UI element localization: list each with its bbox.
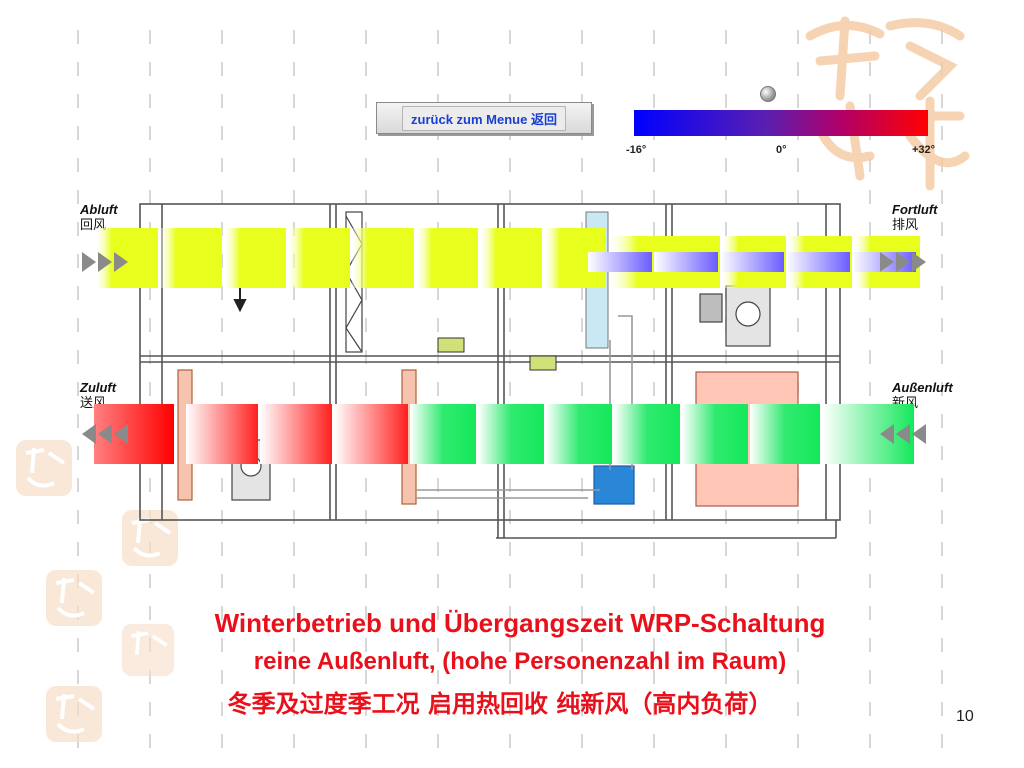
caption-line-3-chinese: 冬季及过度季工况 启用热回收 纯新风（高内负荷） <box>227 690 773 718</box>
supply-segment-4 <box>334 404 408 464</box>
supply-segment-2 <box>186 404 258 464</box>
temp-min-label: -16° <box>626 144 647 156</box>
page-number: 10 <box>956 708 974 725</box>
decorative-seal-small-2 <box>122 510 178 566</box>
pump-unit <box>593 465 635 505</box>
exhaust-segment-2 <box>160 228 222 288</box>
supply-segment-7 <box>546 404 612 464</box>
back-to-menu-button[interactable]: zurück zum Menue 返回 <box>376 102 592 134</box>
decorative-seal-small-3 <box>46 570 102 626</box>
supply-segment-8 <box>614 404 680 464</box>
temp-max-label: +32° <box>912 144 936 156</box>
recovery-segment-1 <box>588 252 652 272</box>
exhaust-segment-6 <box>416 228 478 288</box>
recovery-segment-4 <box>786 252 850 272</box>
supply-segment-9 <box>682 404 748 464</box>
caption-line-2: reine Außenluft, (hohe Personenzahl im R… <box>253 648 787 675</box>
label-fortluft: Fortluft 排风 <box>892 202 937 232</box>
decorative-seal-small-4 <box>121 623 175 677</box>
temperature-color-scale <box>634 110 928 136</box>
caption-line-1: Winterbetrieb und Übergangszeit WRP-Scha… <box>214 608 826 638</box>
label-fortluft-cn: 排风 <box>892 217 919 232</box>
exhaust-segment-5 <box>352 228 414 288</box>
label-abluft-de: Abluft <box>80 202 118 217</box>
label-aussenluft-de: Außenluft <box>892 380 953 395</box>
supply-segment-5 <box>410 404 476 464</box>
temp-mid-label: 0° <box>776 144 787 156</box>
decorative-seal-small-5 <box>46 686 102 742</box>
damper-arrow <box>233 286 247 313</box>
recovery-segment-3 <box>720 252 784 272</box>
exhaust-flow-arrows <box>82 252 926 272</box>
decorative-seal-small-1 <box>16 440 72 496</box>
exhaust-segment-7 <box>480 228 542 288</box>
temperature-slider-knob[interactable] <box>760 86 776 102</box>
supply-segment-6 <box>478 404 544 464</box>
label-zuluft-de: Zuluft <box>80 380 117 395</box>
fan-upper <box>699 285 771 347</box>
label-fortluft-de: Fortluft <box>892 202 938 217</box>
back-to-menu-label: zurück zum Menue 返回 <box>402 105 566 131</box>
decorative-seal-large <box>805 16 970 191</box>
supply-segment-10 <box>750 404 820 464</box>
control-valves <box>437 337 557 371</box>
supply-flow-arrows <box>82 424 926 444</box>
supply-air-stream <box>94 404 914 464</box>
exhaust-air-stream <box>96 228 920 288</box>
recovery-segment-2 <box>654 252 718 272</box>
air-handling-unit-diagram <box>82 203 926 539</box>
supply-segment-3 <box>260 404 332 464</box>
exhaust-segment-4 <box>288 228 350 288</box>
exhaust-segment-3 <box>224 228 286 288</box>
